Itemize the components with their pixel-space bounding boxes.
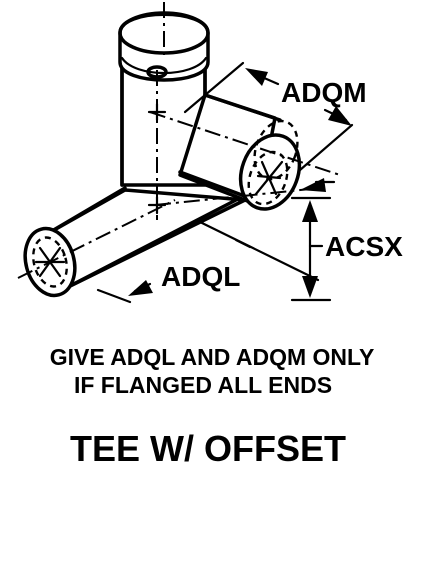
note-line-2: IF FLANGED ALL ENDS [74, 372, 332, 398]
center-lines [17, 70, 341, 279]
adqm-label: ADQM [281, 77, 367, 108]
adqm-dimension [183, 61, 354, 172]
acsx-label: ACSX [325, 231, 403, 262]
top-cap [118, 2, 210, 82]
adql-label: ADQL [161, 261, 240, 292]
note-line-1: GIVE ADQL AND ADQM ONLY [50, 344, 375, 370]
acsx-dimension [290, 178, 336, 302]
drawing-title: TEE W/ OFFSET [70, 428, 346, 469]
right-end-flange [238, 119, 302, 211]
adql-dimension [96, 220, 320, 304]
